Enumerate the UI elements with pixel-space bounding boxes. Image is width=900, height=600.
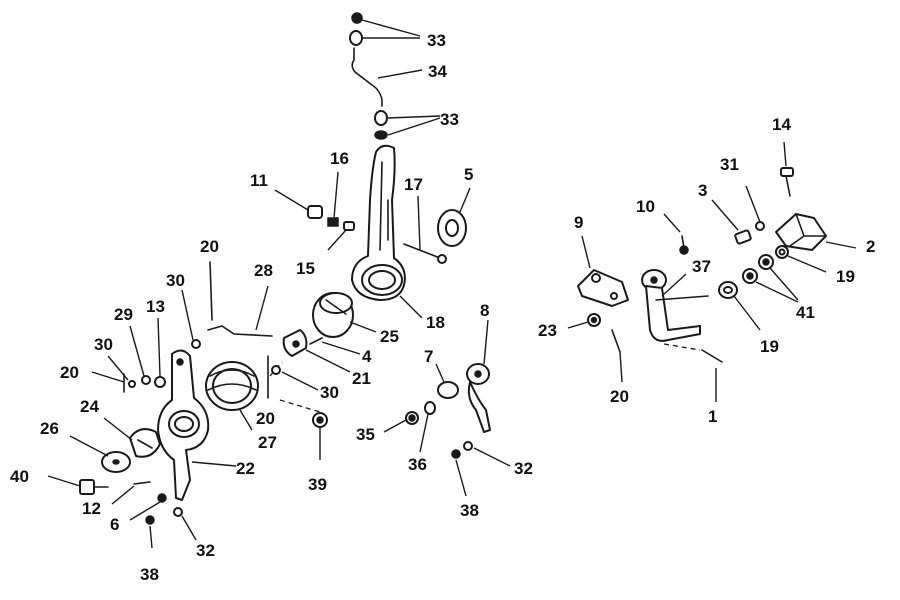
pin-20-right: [611, 329, 621, 353]
washer-30-top: [191, 339, 201, 349]
retainer-33-top: [351, 12, 363, 24]
callout-37: 37: [692, 257, 711, 276]
nut-16: [327, 217, 339, 227]
callout-2: 2: [866, 237, 875, 256]
callout-11: 11: [250, 171, 268, 190]
shaft-37: [641, 269, 709, 342]
washer-30-right: [271, 365, 281, 375]
lever-arm-22: [157, 349, 210, 501]
callout-20-d: 20: [610, 387, 629, 406]
callout-21: 21: [352, 369, 371, 388]
link-rod-34: [351, 47, 383, 107]
callout-38-b: 38: [460, 501, 479, 520]
washer-32-left: [173, 507, 183, 517]
callout-29: 29: [114, 305, 133, 324]
cam-25: [312, 292, 354, 338]
callout-20-b: 20: [60, 363, 79, 382]
washer-30-left: [128, 380, 136, 388]
callout-15: 15: [296, 259, 315, 278]
screw-4: [309, 337, 323, 345]
callout-4: 4: [362, 347, 372, 366]
callout-38-a: 38: [140, 565, 159, 584]
callout-41: 41: [796, 303, 815, 322]
link-rod-assembly: [349, 12, 388, 140]
bracket-9: [577, 269, 629, 307]
lever-8: [466, 363, 491, 433]
callout-39: 39: [308, 475, 327, 494]
callout-20-a: 20: [200, 237, 219, 256]
callout-40: 40: [10, 467, 29, 486]
callout-6: 6: [110, 515, 119, 534]
throttle-arm-18: [351, 144, 406, 301]
screw-28: [207, 325, 273, 337]
callout-28: 28: [254, 261, 273, 280]
callout-32-b: 32: [514, 459, 533, 478]
callout-20-c: 20: [256, 409, 275, 428]
nut-38-mid: [451, 449, 461, 459]
callout-24: 24: [80, 397, 99, 416]
callout-33-bottom: 33: [440, 110, 459, 129]
washer-32-mid: [463, 441, 473, 451]
callout-9: 9: [574, 213, 583, 232]
callout-3: 3: [698, 181, 707, 200]
callout-25: 25: [380, 327, 399, 346]
callout-8: 8: [480, 301, 489, 320]
retainer-33-bottom: [374, 130, 388, 140]
callout-7: 7: [424, 347, 433, 366]
washer-15: [343, 221, 355, 231]
cap-24: [129, 428, 161, 458]
callout-12: 12: [82, 499, 101, 518]
nut-6: [157, 493, 167, 503]
callout-32-a: 32: [196, 541, 215, 560]
bolt-40: [79, 479, 109, 495]
ring-gear-27: [205, 361, 259, 411]
callout-33-top: 33: [427, 31, 446, 50]
screw-3: [734, 229, 752, 245]
callout-31: 31: [720, 155, 739, 174]
callout-30-c: 30: [320, 383, 339, 402]
screw-14: [785, 175, 791, 197]
callout-14: 14: [772, 115, 791, 134]
bolt-1: [701, 349, 723, 363]
callout-23: 23: [538, 321, 557, 340]
callout-18: 18: [426, 313, 445, 332]
callout-22: 22: [236, 459, 255, 478]
washer-36: [424, 401, 436, 415]
callout-30-a: 30: [166, 271, 185, 290]
screw-12: [133, 481, 151, 485]
spacer-13: [154, 376, 166, 388]
callout-19-b: 19: [760, 337, 779, 356]
callout-16: 16: [330, 149, 349, 168]
callout-27: 27: [258, 433, 277, 452]
washer-29: [141, 375, 151, 385]
washer-31: [755, 221, 765, 231]
callout-26: 26: [40, 419, 59, 438]
callout-35: 35: [356, 425, 375, 444]
callout-34: 34: [428, 62, 447, 81]
callout-13: 13: [146, 297, 165, 316]
spacer-7: [437, 381, 459, 399]
callout-5: 5: [464, 165, 473, 184]
callout-30-b: 30: [94, 335, 113, 354]
callout-1: 1: [708, 407, 717, 426]
nut-38-left: [145, 515, 155, 525]
bushing-33-top: [349, 30, 363, 46]
screw-17: [403, 243, 441, 259]
callout-19-a: 19: [836, 267, 855, 286]
plate-21: [282, 329, 308, 357]
clamp-2: [775, 213, 827, 251]
bushing-33-bottom: [374, 110, 388, 126]
callout-10: 10: [636, 197, 655, 216]
callout-17: 17: [404, 175, 423, 194]
callout-36: 36: [408, 455, 427, 474]
spacer-11: [307, 205, 323, 219]
